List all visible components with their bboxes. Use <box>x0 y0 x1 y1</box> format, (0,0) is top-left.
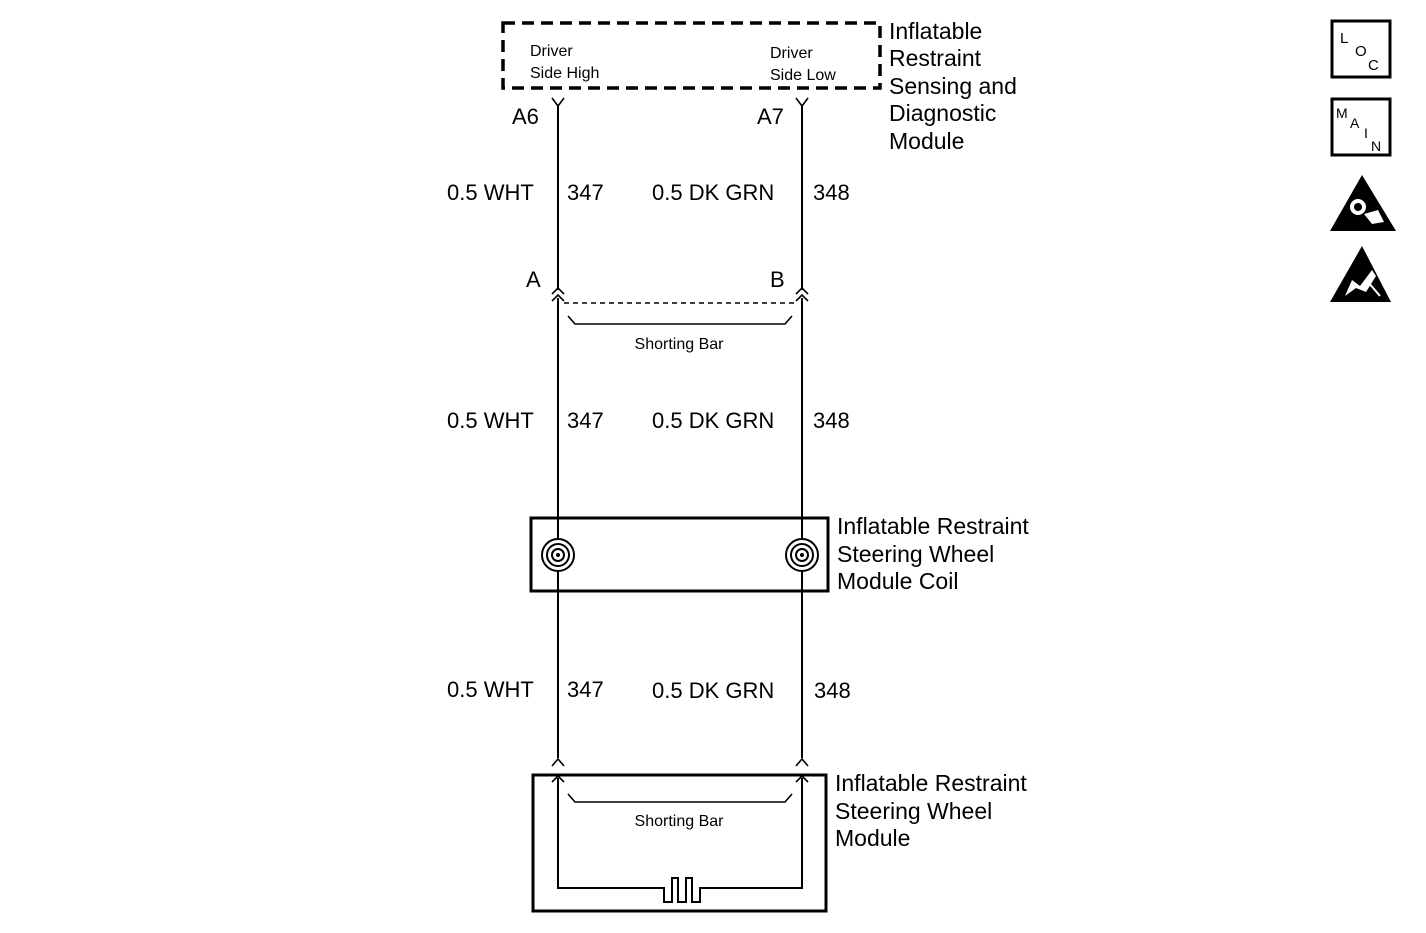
pin-a7-label: A7 <box>757 104 784 129</box>
loc-letter-l: L <box>1340 30 1348 47</box>
steering-wheel-module-box <box>531 773 828 913</box>
shorting-bar-label-top: Shorting Bar <box>635 336 725 353</box>
circuit-right-1: 348 <box>813 180 850 205</box>
shorting-bar-bracket-bottom <box>567 793 793 803</box>
esd-warning-icon[interactable] <box>1330 246 1391 302</box>
coil-name-line2: Steering Wheel <box>837 541 994 567</box>
module-name-line3: Module <box>835 825 910 851</box>
module-inner-right-marker <box>795 774 809 783</box>
loc-letter-c: C <box>1368 57 1379 74</box>
wire-color-left-3: 0.5 WHT <box>447 677 534 702</box>
wire-color-right-2: 0.5 DK GRN <box>652 408 774 433</box>
wire-color-left-2: 0.5 WHT <box>447 408 534 433</box>
module-inner-left-marker <box>551 774 565 783</box>
driver-side-low-line1: Driver <box>770 45 813 62</box>
circuit-left-2: 347 <box>567 408 604 433</box>
module-coil-box <box>529 516 830 593</box>
connector-a-male-marker <box>551 286 565 295</box>
module-name-line1: Inflatable Restraint <box>835 770 1027 796</box>
driver-side-low-line2: Side Low <box>770 67 836 84</box>
circuit-right-2: 348 <box>813 408 850 433</box>
shorting-bar-label-bottom: Shorting Bar <box>635 813 725 830</box>
sdm-name-line1: Inflatable <box>889 18 982 44</box>
main-letter-a: A <box>1350 115 1360 131</box>
loc-letter-o: O <box>1355 43 1367 60</box>
coil-spiral-right-icon <box>785 538 819 572</box>
airbag-warning-icon[interactable] <box>1330 175 1396 231</box>
sdm-name-line2: Restraint <box>889 45 982 71</box>
module-name-line2: Steering Wheel <box>835 798 992 824</box>
main-letter-i: I <box>1364 125 1368 141</box>
shorting-bar-bracket-top <box>567 315 793 325</box>
main-icon[interactable]: M A I N <box>1330 97 1392 157</box>
wire-color-right-1: 0.5 DK GRN <box>652 180 774 205</box>
connector-a-female-marker <box>551 293 565 302</box>
sdm-name-line3: Sensing and <box>889 73 1017 99</box>
main-letter-n: N <box>1371 138 1381 154</box>
loc-icon[interactable]: L O C <box>1330 19 1392 79</box>
module-connector-left-marker <box>551 757 565 767</box>
circuit-left-1: 347 <box>567 180 604 205</box>
pin-a6-label: A6 <box>512 104 539 129</box>
wire-color-left-1: 0.5 WHT <box>447 180 534 205</box>
terminal-a6-marker <box>551 97 565 108</box>
coil-name-line3: Module Coil <box>837 568 958 594</box>
wire-color-right-3: 0.5 DK GRN <box>652 678 774 703</box>
sdm-name-line4: Diagnostic <box>889 100 996 126</box>
sdm-dashed-boundary <box>501 21 882 90</box>
coil-spiral-left-icon <box>541 538 575 572</box>
driver-side-high-line2: Side High <box>530 65 599 82</box>
connector-pin-a: A <box>526 267 541 292</box>
airbag-initiator-circuit <box>557 778 803 903</box>
main-letter-m: M <box>1336 105 1348 121</box>
module-connector-right-marker <box>795 757 809 767</box>
sdm-name-line5: Module <box>889 128 964 154</box>
circuit-right-3: 348 <box>814 678 851 703</box>
coil-name-line1: Inflatable Restraint <box>837 513 1029 539</box>
driver-side-high-line1: Driver <box>530 43 573 60</box>
connector-b-male-marker <box>795 286 809 295</box>
connector-pin-b: B <box>770 267 785 292</box>
terminal-a7-marker <box>795 97 809 108</box>
connector-b-female-marker <box>795 293 809 302</box>
circuit-left-3: 347 <box>567 677 604 702</box>
